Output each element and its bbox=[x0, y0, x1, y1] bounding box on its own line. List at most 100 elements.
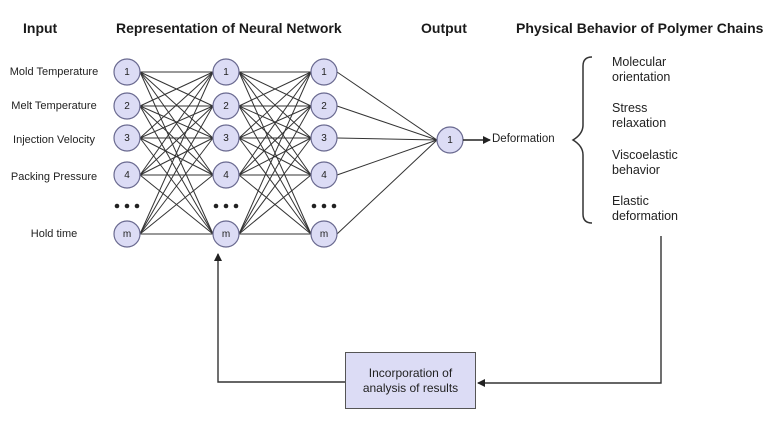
connection-line bbox=[238, 174, 312, 235]
node-label: 3 bbox=[124, 133, 130, 144]
node-circle bbox=[113, 58, 141, 86]
node-circle bbox=[113, 220, 141, 248]
input-label-mold-temperature: Mold Temperature bbox=[9, 66, 99, 78]
node-label: m bbox=[123, 229, 131, 240]
layer-2-node-2: 2 bbox=[212, 92, 240, 120]
connection-line bbox=[139, 105, 214, 139]
layer-3-node-m: m bbox=[310, 220, 338, 248]
connection-line bbox=[139, 105, 214, 235]
node-label: 1 bbox=[321, 67, 327, 78]
output-node: 1 bbox=[436, 126, 464, 154]
node-circle bbox=[113, 124, 141, 152]
connection-line bbox=[139, 71, 214, 235]
output-connection-line bbox=[336, 105, 438, 141]
node-circle bbox=[310, 58, 338, 86]
feedback-line-left bbox=[214, 253, 345, 383]
connection-line bbox=[139, 137, 214, 176]
connection-line bbox=[238, 105, 312, 176]
layer-2-node-3: 3 bbox=[212, 124, 240, 152]
connection-line bbox=[238, 71, 312, 176]
connection-line bbox=[238, 71, 312, 107]
connection-line bbox=[139, 71, 214, 107]
layer-1-node-4: 4 bbox=[113, 161, 141, 189]
node-label: 2 bbox=[321, 101, 327, 112]
connection-line bbox=[139, 174, 214, 235]
node-label: 3 bbox=[321, 133, 327, 144]
output-connection-line bbox=[336, 137, 438, 141]
layer-2-node-1: 1 bbox=[212, 58, 240, 86]
node-circle bbox=[212, 220, 240, 248]
connection-line bbox=[139, 71, 214, 176]
layer-3-node-1: 1 bbox=[310, 58, 338, 86]
header-physical-behavior: Physical Behavior of Polymer Chains bbox=[516, 20, 764, 36]
input-label-injection-velocity: Injection Velocity bbox=[13, 134, 95, 146]
header-network: Representation of Neural Network bbox=[116, 20, 342, 36]
feedback-box-line: analysis of results bbox=[362, 380, 459, 395]
output-deformation-label: Deformation bbox=[492, 133, 555, 145]
node-label: 4 bbox=[223, 170, 229, 181]
layer-1-node-m: m bbox=[113, 220, 141, 248]
output-connection-line bbox=[336, 71, 438, 141]
header-input: Input bbox=[23, 20, 58, 36]
connection-line bbox=[238, 137, 312, 176]
node-label: m bbox=[320, 229, 328, 240]
behavior-line: orientation bbox=[612, 70, 671, 84]
output-connection-line bbox=[336, 139, 438, 176]
output-connection-line bbox=[336, 139, 438, 235]
layer-3-node-4: 4 bbox=[310, 161, 338, 189]
behavior-line: Molecular bbox=[612, 55, 667, 69]
node-label: 2 bbox=[124, 101, 130, 112]
ellipsis-dot bbox=[213, 203, 219, 209]
node-circle bbox=[310, 220, 338, 248]
input-label-hold-time: Hold time bbox=[30, 228, 78, 240]
ellipsis-dots bbox=[114, 203, 337, 209]
input-label-melt-temperature: Melt Temperature bbox=[11, 100, 97, 112]
connection-line bbox=[139, 71, 214, 139]
network-nodes: 1 2 3 4 m 1 2 3 4 m 1 2 3 4 m 1 bbox=[113, 58, 464, 248]
ellipsis-dot bbox=[134, 203, 140, 209]
layer-3-node-3: 3 bbox=[310, 124, 338, 152]
ellipsis-dot bbox=[114, 203, 120, 209]
behavior-line: deformation bbox=[612, 209, 679, 223]
node-label: m bbox=[222, 229, 230, 240]
node-label: 4 bbox=[124, 170, 130, 181]
ellipsis-dot bbox=[321, 203, 327, 209]
input-label-packing-pressure: Packing Pressure bbox=[10, 171, 98, 183]
feedback-line-right bbox=[477, 236, 662, 387]
behavior-line: Viscoelastic bbox=[612, 148, 678, 162]
ellipsis-dot bbox=[331, 203, 337, 209]
node-circle bbox=[310, 124, 338, 152]
layer-3-node-2: 2 bbox=[310, 92, 338, 120]
ellipsis-dot bbox=[311, 203, 317, 209]
connection-line bbox=[238, 137, 312, 235]
ellipsis-dot bbox=[233, 203, 239, 209]
node-label: 1 bbox=[447, 135, 453, 146]
node-circle bbox=[310, 92, 338, 120]
connection-line bbox=[139, 137, 214, 235]
layer-1-node-1: 1 bbox=[113, 58, 141, 86]
behavior-line: behavior bbox=[612, 163, 660, 177]
ellipsis-dot bbox=[124, 203, 130, 209]
header-output: Output bbox=[421, 20, 467, 36]
layer-1-node-3: 3 bbox=[113, 124, 141, 152]
node-circle bbox=[212, 58, 240, 86]
layer-2-node-m: m bbox=[212, 220, 240, 248]
feedback-box-line: Incorporation of bbox=[368, 365, 453, 380]
connection-line bbox=[238, 71, 312, 235]
node-label: 2 bbox=[223, 101, 229, 112]
network-connections bbox=[139, 71, 438, 235]
node-label: 1 bbox=[223, 67, 229, 78]
connection-line bbox=[238, 105, 312, 235]
node-label: 1 bbox=[124, 67, 130, 78]
curly-brace bbox=[571, 56, 593, 224]
behavior-line: Elastic bbox=[612, 194, 649, 208]
connection-line bbox=[139, 105, 214, 176]
node-label: 3 bbox=[223, 133, 229, 144]
behavior-line: Stress bbox=[612, 101, 648, 115]
node-circle bbox=[113, 92, 141, 120]
